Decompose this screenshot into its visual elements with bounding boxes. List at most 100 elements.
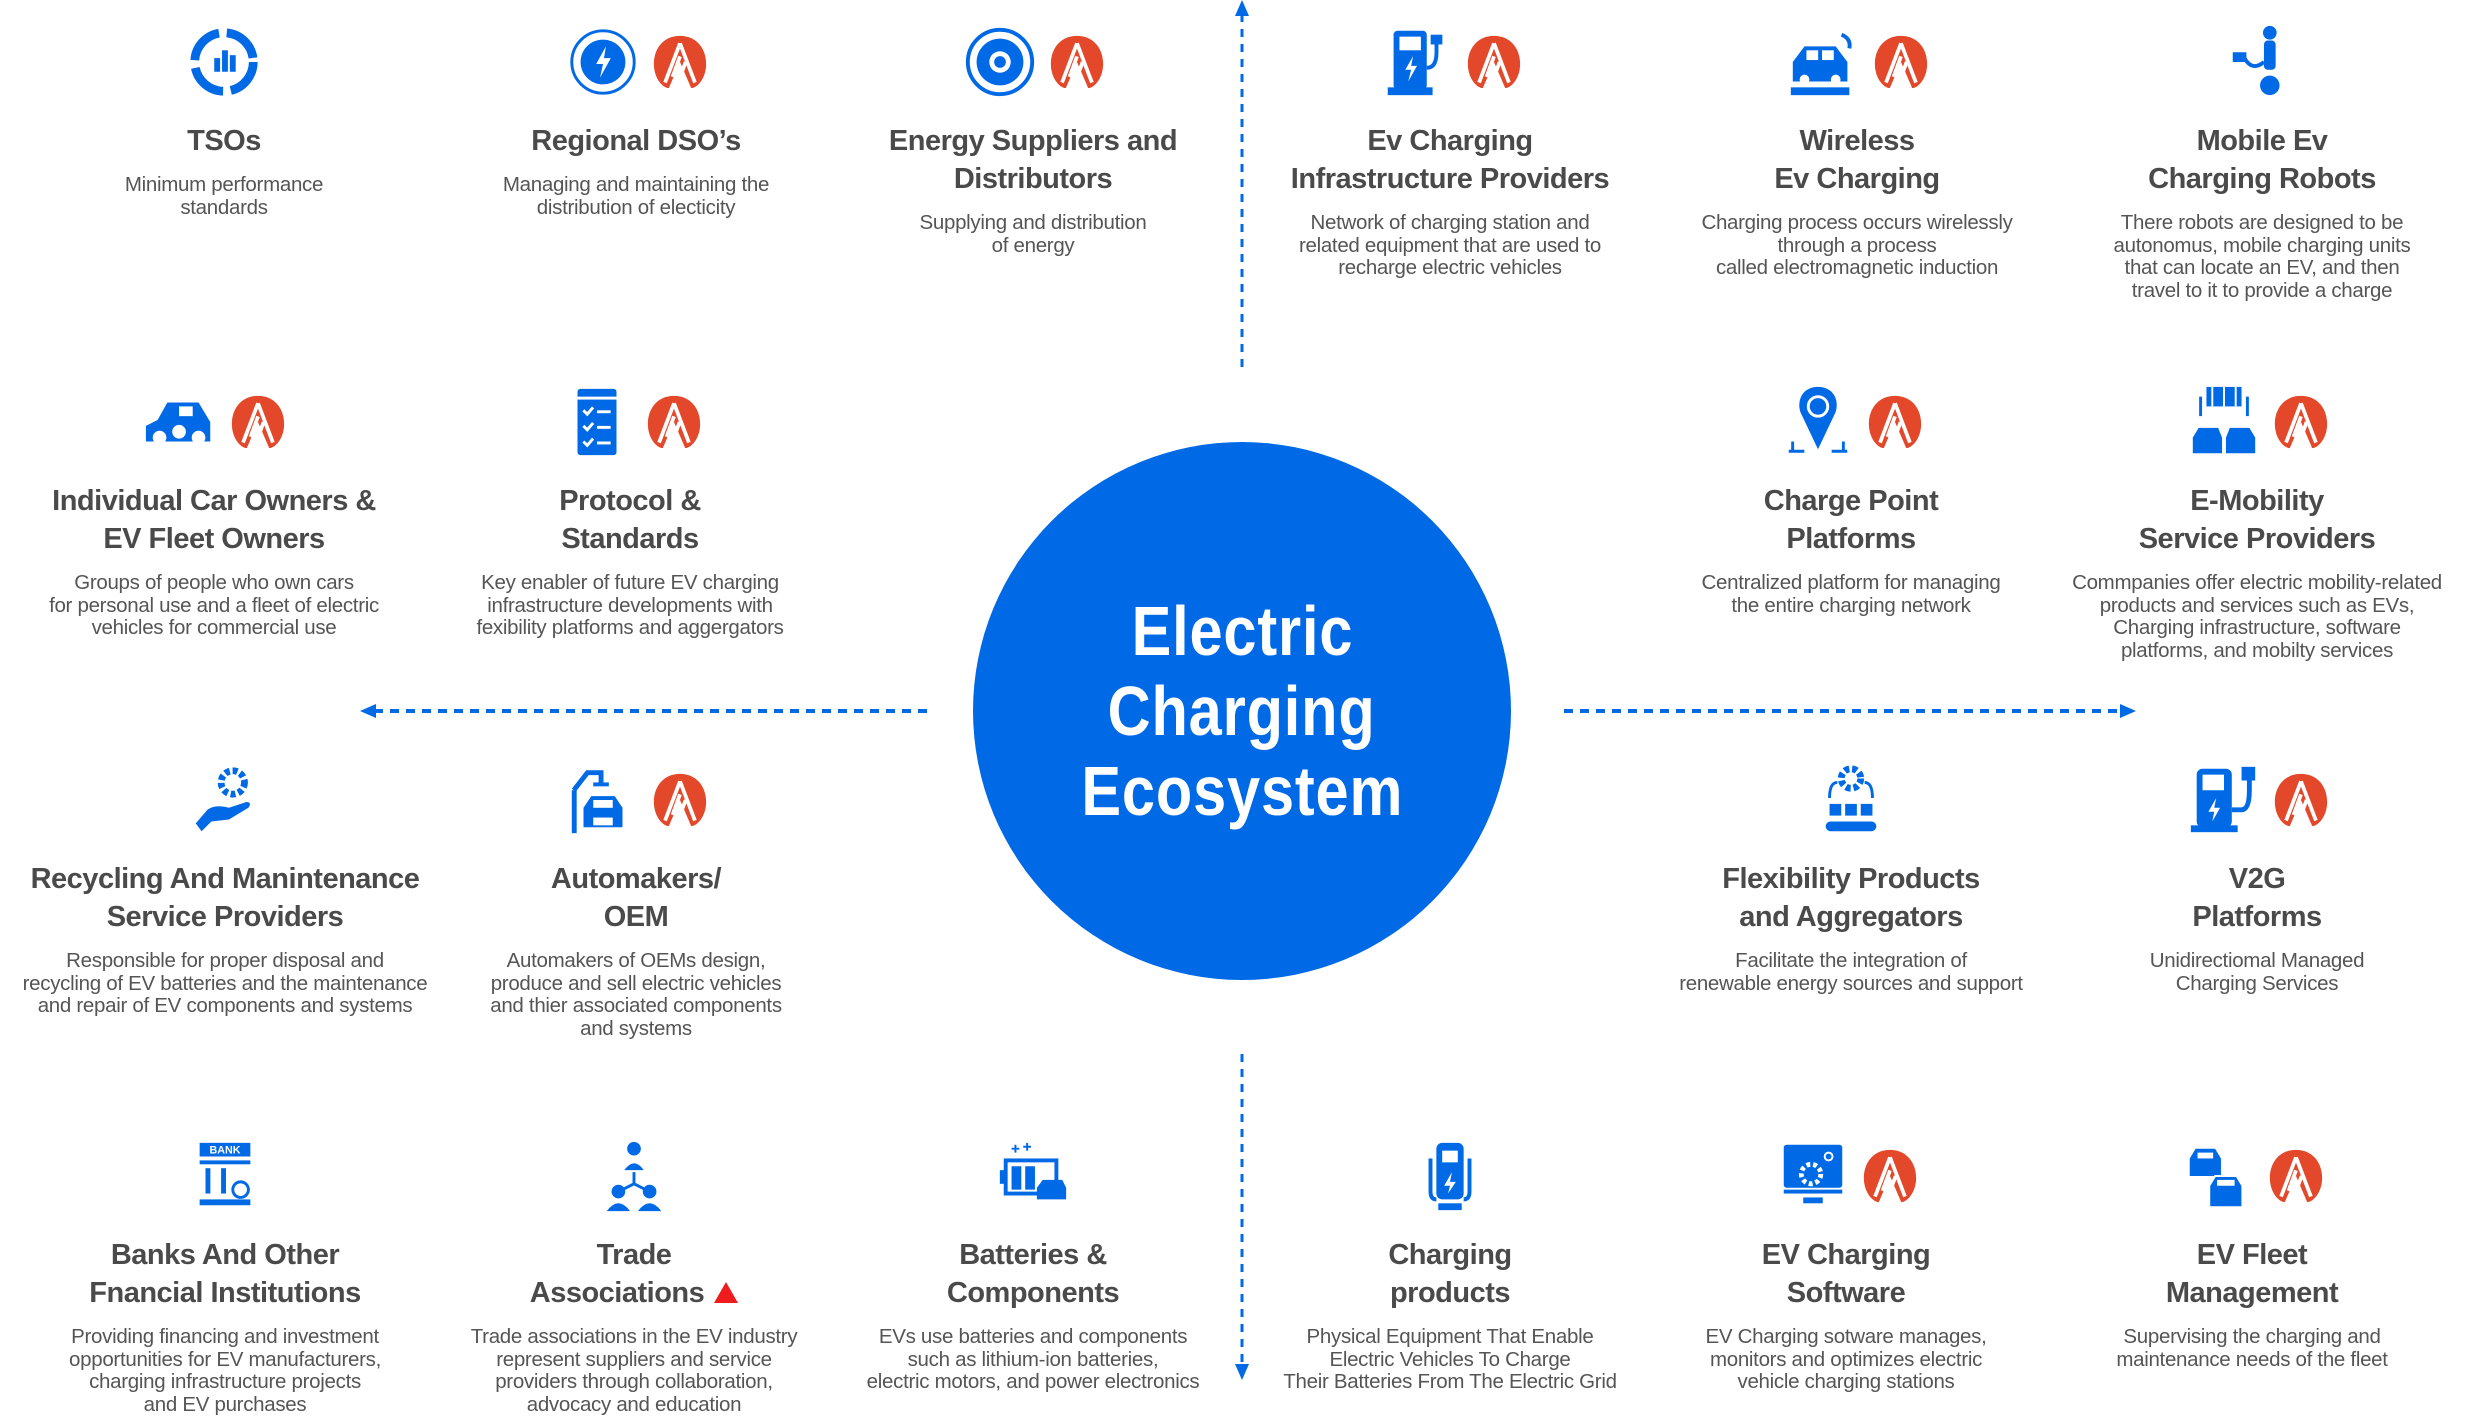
card-title-line: Distributors	[823, 160, 1243, 198]
card-title-line: Regional DSO’s	[426, 122, 846, 160]
description-line: opportunities for EV manufacturers,	[15, 1349, 435, 1372]
title-text: Fnancial Institutions	[89, 1277, 360, 1309]
description-line: through a process	[1647, 235, 2067, 258]
card-title: TSOs	[14, 122, 434, 160]
card-title-line: Ev Charging	[1240, 122, 1660, 160]
arrow-right	[1564, 701, 2136, 721]
description-line: electric motors, and power electronics	[823, 1371, 1243, 1394]
car-owner-icon	[142, 383, 220, 461]
card-title-line: TSOs	[14, 122, 434, 160]
title-text: EV Fleet Owners	[103, 523, 324, 555]
description-line: Network of charging station and	[1240, 212, 1660, 235]
card-title-line: Ev Charging	[1647, 160, 2067, 198]
brand-badge-icon	[652, 34, 708, 90]
description-line: Providing financing and investment	[15, 1326, 435, 1349]
card-title: Protocol &Standards	[420, 482, 840, 558]
energy-gear-icon	[961, 23, 1039, 101]
hand-gear-icon	[186, 761, 264, 839]
card-icons	[1641, 382, 2061, 462]
card-icons	[1636, 1136, 2056, 1216]
charging-robot-icon	[2223, 23, 2301, 101]
card-icons	[14, 22, 434, 102]
title-text: Ev Charging	[1367, 125, 1532, 157]
card-title-line: Recycling And Manintenance	[15, 860, 435, 898]
grid-dashboard-icon	[185, 23, 263, 101]
card-title-line: Mobile Ev	[2052, 122, 2468, 160]
card-title-line: EV Fleet	[2042, 1236, 2462, 1274]
title-text: Recycling And Manintenance	[31, 863, 420, 895]
title-text: products	[1390, 1277, 1510, 1309]
title-text: Charge Point	[1764, 485, 1938, 517]
description-line: Charging process occurs wirelessly	[1647, 212, 2067, 235]
title-text: Energy Suppliers and	[889, 125, 1177, 157]
title-text: TSOs	[187, 125, 261, 157]
card-description: Automakers of OEMs design,produce and se…	[426, 950, 846, 1040]
title-text: Trade	[597, 1239, 672, 1271]
description-line: There robots are designed to be	[2052, 212, 2468, 235]
description-line: Key enabler of future EV charging	[420, 572, 840, 595]
battery-car-icon	[994, 1137, 1072, 1215]
card-title-line: Batteries &	[823, 1236, 1243, 1274]
robot-arm-car-icon	[564, 761, 642, 839]
card-title-line: Software	[1636, 1274, 2056, 1312]
title-text: Management	[2166, 1277, 2338, 1309]
card-title-line: Individual Car Owners &	[4, 482, 424, 520]
title-text: Flexibility Products	[1722, 863, 1980, 895]
description-line: Charging infrastructure, software	[2047, 617, 2467, 640]
card-title-line: Service Providers	[2047, 520, 2467, 558]
title-text: Charging Robots	[2148, 163, 2376, 195]
card-title: Batteries &Components	[823, 1236, 1243, 1312]
charging-station-icon	[1378, 23, 1456, 101]
description-line: fexibility platforms and aggergators	[420, 617, 840, 640]
title-text: Software	[1787, 1277, 1905, 1309]
description-line: related equipment that are used to	[1240, 235, 1660, 258]
title-text: Platforms	[1786, 523, 1915, 555]
card-title-line: Associations	[424, 1274, 844, 1312]
description-line: Groups of people who own cars	[4, 572, 424, 595]
card-title-line: Service Providers	[15, 898, 435, 936]
title-text: Infrastructure Providers	[1291, 163, 1609, 195]
card-title-line: and Aggregators	[1641, 898, 2061, 936]
title-text: Service Providers	[107, 901, 344, 933]
description-line: platforms, and mobilty services	[2047, 640, 2467, 663]
title-text: OEM	[604, 901, 669, 933]
description-line: providers through collaboration,	[424, 1371, 844, 1394]
title-text: Batteries &	[959, 1239, 1107, 1271]
description-line: Trade associations in the EV industry	[424, 1326, 844, 1349]
title-text: Standards	[561, 523, 698, 555]
card-icons	[2052, 22, 2468, 102]
hub-title-line: Ecosystem	[1081, 751, 1403, 831]
description-line: vehicles for commercial use	[4, 617, 424, 640]
card-title-line: Platforms	[1641, 520, 2061, 558]
card-title-line: Wireless	[1647, 122, 2067, 160]
v2g-station-icon	[2185, 761, 2263, 839]
title-text: Regional DSO’s	[531, 125, 740, 157]
card-title-line: Energy Suppliers and	[823, 122, 1243, 160]
description-line: EV Charging sotware manages,	[1636, 1326, 2056, 1349]
description-line: and systems	[426, 1018, 846, 1041]
card-title-line: Flexibility Products	[1641, 860, 2061, 898]
description-line: produce and sell electric vehicles	[426, 973, 846, 996]
title-text: Associations	[530, 1277, 705, 1309]
card-description: EV Charging sotware manages,monitors and…	[1636, 1326, 2056, 1394]
card-icons	[424, 1136, 844, 1216]
card-title-line: V2G	[2047, 860, 2467, 898]
description-line: that can locate an EV, and then	[2052, 257, 2468, 280]
card-title: Individual Car Owners &EV Fleet Owners	[4, 482, 424, 558]
